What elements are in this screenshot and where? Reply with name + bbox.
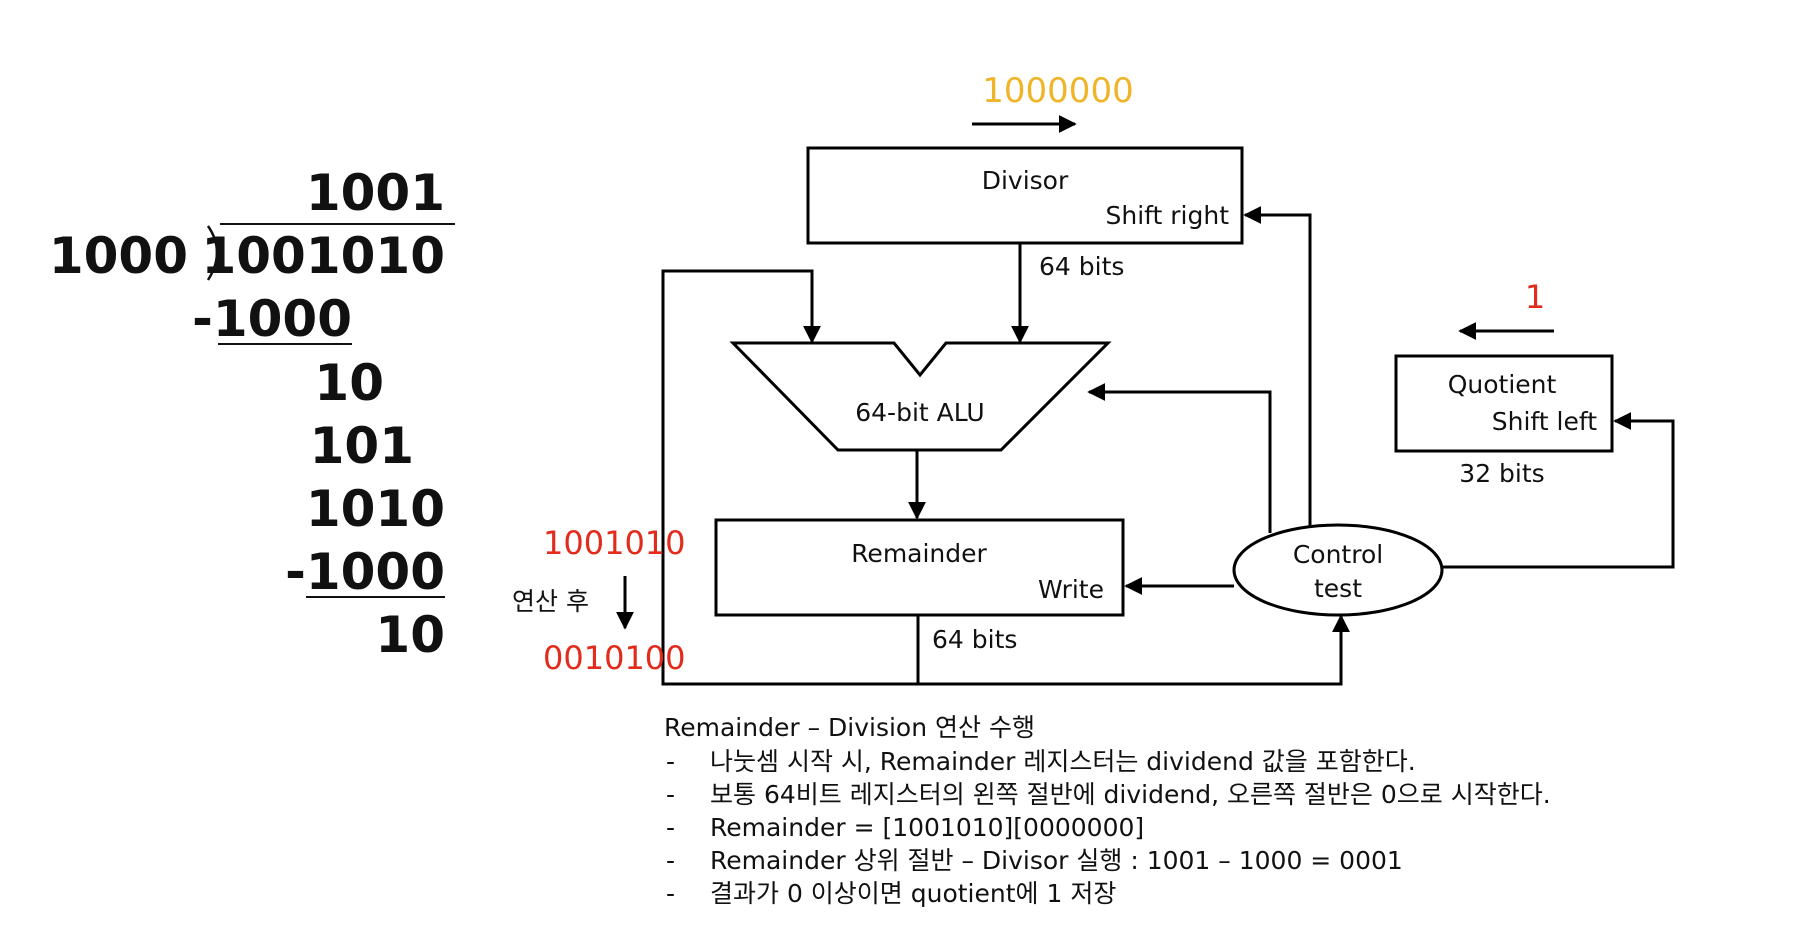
ld-bracket xyxy=(206,225,219,281)
quotient-title: Quotient xyxy=(1448,370,1557,399)
remainder-register xyxy=(714,518,1125,617)
note-item: Remainder 상위 절반 – Divisor 실행 : 1001 – 10… xyxy=(710,846,1403,875)
control-label-line1: Control xyxy=(1293,540,1383,569)
remainder-bits: 64 bits xyxy=(932,625,1017,654)
note-bullet: - xyxy=(666,846,675,875)
note-item: 나눗셈 시작 시, Remainder 레지스터는 dividend 값을 포함… xyxy=(710,747,1416,776)
remainder-action: Write xyxy=(1038,575,1104,604)
long-division: 1001 1000 1001010 -1000 10 101 1010 -100… xyxy=(49,164,455,664)
after-operation-label: 연산 후 xyxy=(512,587,589,616)
note-bullet: - xyxy=(666,879,675,908)
alu-shape xyxy=(729,341,1112,452)
ld-step1-subtrahend: -1000 xyxy=(192,290,352,348)
note-bullet: - xyxy=(666,813,675,842)
control-to-divisor-wire xyxy=(1243,206,1312,527)
quotient-value: 1 xyxy=(1525,278,1545,316)
quotient-register xyxy=(1394,354,1614,453)
control-label-line2: test xyxy=(1314,574,1362,603)
quotient-action: Shift left xyxy=(1492,407,1597,436)
control-test xyxy=(1232,523,1444,617)
ld-bring-down-2: 1010 xyxy=(306,480,445,538)
note-bullet: - xyxy=(666,747,675,776)
note-bullet: - xyxy=(666,780,675,809)
note-item: 보통 64비트 레지스터의 왼쪽 절반에 dividend, 오른쪽 절반은 0… xyxy=(710,780,1551,809)
divisor-value: 1000000 xyxy=(982,71,1133,111)
note-item: Remainder = [1001010][0000000] xyxy=(710,813,1144,842)
ld-step2-subtrahend: -1000 xyxy=(285,543,445,601)
note-item: 결과가 0 이상이면 quotient에 1 저장 xyxy=(710,879,1116,908)
ld-dividend: 1001010 xyxy=(201,227,445,285)
remainder-after-value: 0010100 xyxy=(543,639,686,677)
control-to-alu-wire xyxy=(1087,383,1272,533)
notes-heading: Remainder – Division 연산 수행 xyxy=(664,713,1035,742)
remainder-before-value: 1001010 xyxy=(543,524,686,562)
notes: Remainder – Division 연산 수행 - 나눗셈 시작 시, R… xyxy=(664,713,1551,908)
ld-final-remainder: 10 xyxy=(375,606,445,664)
ld-bring-down-1: 101 xyxy=(310,417,414,475)
quotient-bits: 32 bits xyxy=(1459,459,1544,488)
divisor-register xyxy=(806,146,1244,245)
remainder-to-control-wire xyxy=(918,614,1350,686)
ld-step1-remainder: 10 xyxy=(314,354,384,412)
ld-divisor: 1000 xyxy=(49,227,188,285)
divisor-bits: 64 bits xyxy=(1039,252,1124,281)
remainder-title: Remainder xyxy=(851,539,987,568)
divisor-title: Divisor xyxy=(982,166,1069,195)
remainder-feedback-wire xyxy=(661,269,920,686)
ld-quotient: 1001 xyxy=(306,164,445,222)
divisor-action: Shift right xyxy=(1105,201,1229,230)
alu-label: 64-bit ALU xyxy=(855,398,984,427)
control-to-quotient-wire xyxy=(1442,412,1675,569)
